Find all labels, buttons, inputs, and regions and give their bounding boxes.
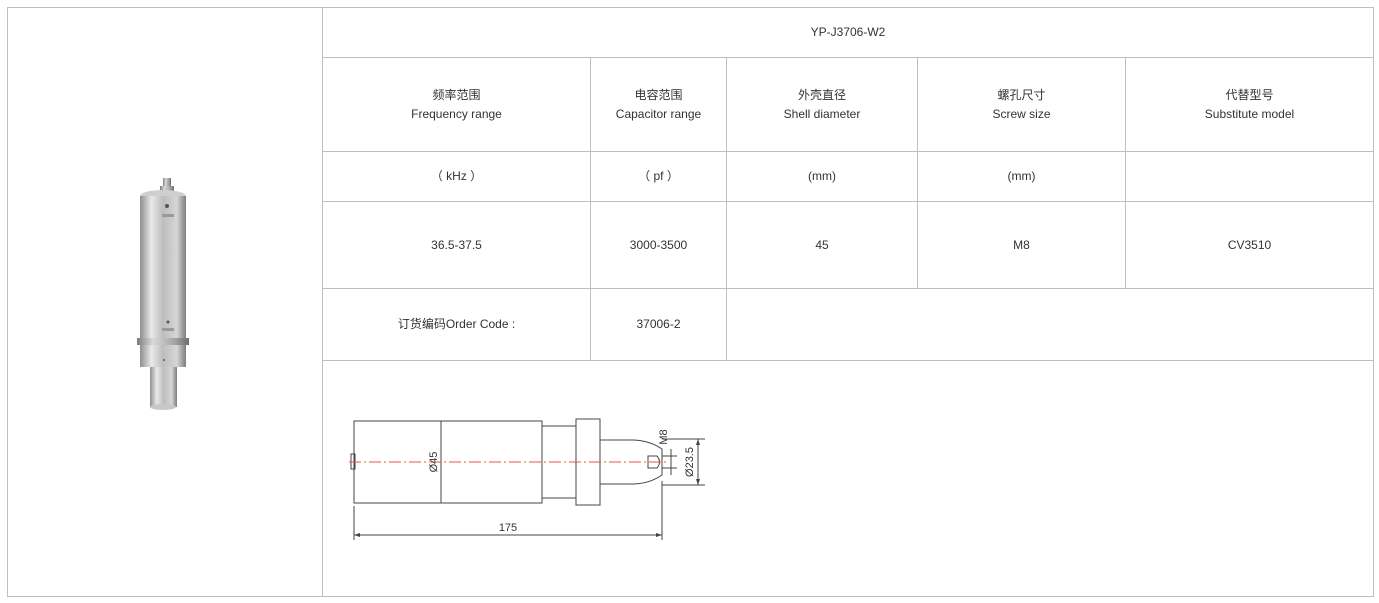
order-row: 订货编码Order Code : 37006-2 [8, 288, 1374, 361]
value-row: 36.5-37.5 3000-3500 45 M8 CV3510 [8, 201, 1374, 289]
order-empty-cell [726, 288, 1374, 361]
order-code-label: 订货编码Order Code : [322, 288, 591, 361]
value-capacitor: 3000-3500 [590, 201, 727, 289]
model-number: YP-J3706-W2 [322, 7, 1374, 58]
unit-row: （ kHz ） （ pf ） (mm) (mm) [8, 151, 1374, 202]
order-code-value: 37006-2 [590, 288, 727, 361]
thread-dimension: M8 [658, 429, 670, 444]
diameter-dimension: Ø45 [428, 452, 440, 473]
value-frequency: 36.5-37.5 [322, 201, 591, 289]
transducer-photo [137, 178, 189, 410]
value-shell-diameter: 45 [726, 201, 918, 289]
unit-screw-size: (mm) [917, 151, 1126, 202]
unit-capacitor: （ pf ） [590, 151, 727, 202]
value-screw-size: M8 [917, 201, 1126, 289]
product-photo-cell [7, 7, 323, 597]
value-substitute-model: CV3510 [1125, 201, 1374, 289]
unit-frequency: （ kHz ） [322, 151, 591, 202]
bore-dimension: Ø23.5 [684, 447, 696, 477]
technical-drawing: 175 Ø45 Ø23.5 M8 [349, 418, 705, 540]
technical-drawing-cell: 175 Ø45 Ø23.5 M8 [322, 360, 1374, 597]
unit-substitute-model [1125, 151, 1374, 202]
length-dimension: 175 [499, 522, 517, 534]
unit-shell-diameter: (mm) [726, 151, 918, 202]
